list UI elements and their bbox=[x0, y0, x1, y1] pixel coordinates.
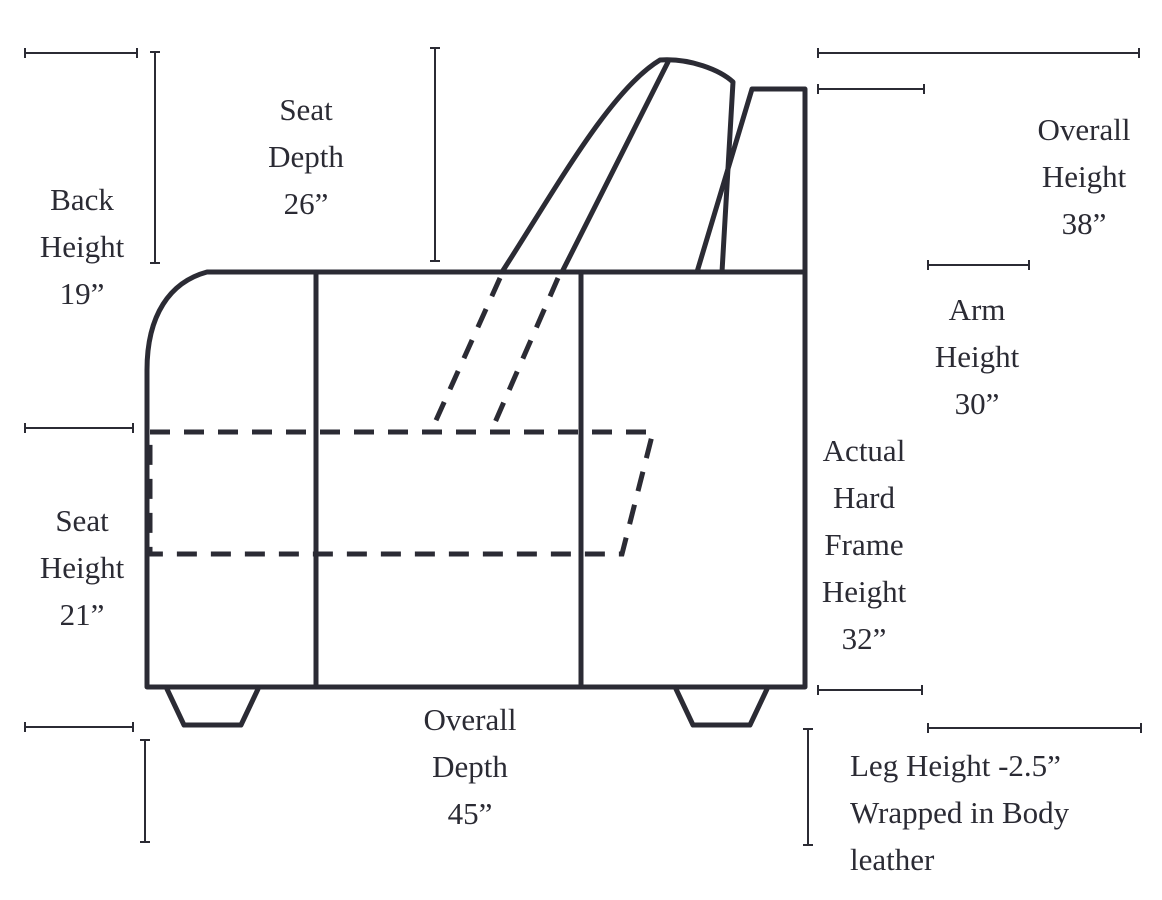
back-height-label: Back Height 19” bbox=[39, 182, 125, 311]
back-cushion-crease bbox=[559, 59, 671, 275]
back-cushion bbox=[499, 57, 736, 275]
seat-depth-label: Seat Depth 26” bbox=[268, 92, 344, 221]
rear-leg bbox=[673, 686, 770, 728]
hidden-back-dashed-front bbox=[430, 276, 503, 429]
dimension-lines bbox=[24, 47, 1142, 846]
leg-height-label: Leg Height -2.5” Wrapped in Body leather bbox=[850, 748, 1070, 877]
overall-height-label: Overall Height 38” bbox=[1037, 112, 1131, 241]
arm-height-label: Arm Height 30” bbox=[934, 292, 1020, 421]
hidden-back-dashed-rear bbox=[490, 277, 561, 428]
sofa-body-outline bbox=[144, 269, 808, 690]
overall-depth-label: Overall Depth 45” bbox=[423, 702, 517, 831]
actual-hard-frame-height-label: Actual Hard Frame Height 32” bbox=[821, 433, 907, 656]
seat-height-label: Seat Height 21” bbox=[39, 503, 125, 632]
seat-cushion-dashed bbox=[147, 429, 657, 557]
front-leg bbox=[164, 686, 261, 728]
back-post bbox=[694, 86, 808, 275]
